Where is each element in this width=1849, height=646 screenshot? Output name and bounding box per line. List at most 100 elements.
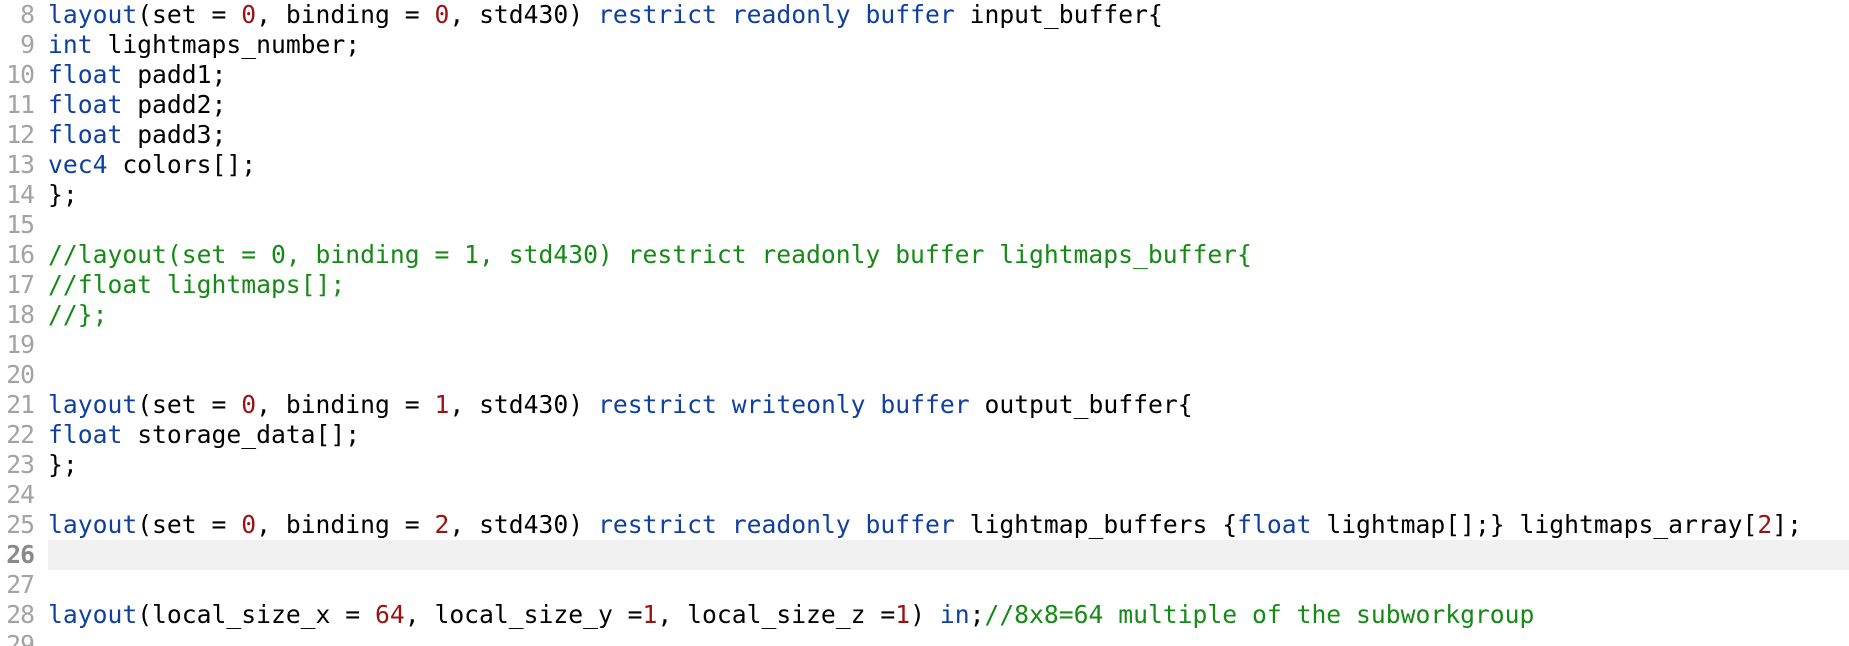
- keyword-token: layout: [48, 510, 138, 539]
- line-number: 27: [6, 570, 35, 599]
- line-code[interactable]: layout(set = 0, binding = 1, std430) res…: [48, 390, 1849, 420]
- code-line[interactable]: 13 vec4 colors[];: [0, 150, 1849, 180]
- text-token: padd3;: [122, 120, 227, 149]
- line-code[interactable]: float storage_data[];: [48, 420, 1849, 450]
- text-token: [717, 510, 732, 539]
- number-token: 0: [434, 0, 450, 29]
- keyword-token: buffer: [865, 0, 955, 29]
- line-number: 18: [6, 300, 35, 329]
- text-token: storage_data[];: [122, 420, 361, 449]
- text-token: (local_size_x =: [137, 600, 375, 629]
- line-number: 25: [6, 510, 35, 539]
- number-token: 0: [241, 0, 257, 29]
- line-number: 26: [6, 540, 35, 569]
- code-line[interactable]: 16//layout(set = 0, binding = 1, std430)…: [0, 240, 1849, 270]
- code-line[interactable]: 19: [0, 330, 1849, 360]
- text-token: [851, 0, 866, 29]
- line-code[interactable]: //layout(set = 0, binding = 1, std430) r…: [48, 240, 1849, 270]
- text-token: [717, 390, 732, 419]
- number-token: 1: [434, 390, 450, 419]
- comment-token: //};: [48, 300, 108, 329]
- line-code[interactable]: [48, 630, 1849, 646]
- code-line[interactable]: 11 float padd2;: [0, 90, 1849, 120]
- line-number: 13: [6, 150, 35, 179]
- line-number: 22: [6, 420, 35, 449]
- keyword-token: layout: [48, 0, 138, 29]
- code-line[interactable]: 27: [0, 570, 1849, 600]
- code-line[interactable]: 15: [0, 210, 1849, 240]
- line-code[interactable]: [48, 210, 1849, 240]
- line-code[interactable]: //float lightmaps[];: [48, 270, 1849, 300]
- text-token: , binding =: [256, 0, 435, 29]
- line-code[interactable]: [48, 480, 1849, 510]
- text-token: , local_size_z =: [657, 600, 896, 629]
- keyword-token: float: [48, 120, 123, 149]
- text-token: lightmaps_number;: [92, 30, 361, 59]
- code-line-current[interactable]: 26: [0, 540, 1849, 570]
- text-token: [866, 390, 881, 419]
- line-code[interactable]: [48, 540, 1849, 570]
- comment-token: //8x8=64 multiple of the subworkgroup: [984, 600, 1535, 629]
- line-code[interactable]: [48, 330, 1849, 360]
- line-code[interactable]: float padd1;: [48, 60, 1849, 90]
- code-line[interactable]: 23};: [0, 450, 1849, 480]
- number-token: 1: [895, 600, 911, 629]
- text-token: (set =: [137, 0, 242, 29]
- number-token: 0: [241, 510, 257, 539]
- text-token: padd2;: [122, 90, 227, 119]
- keyword-token: float: [1237, 510, 1312, 539]
- line-code[interactable]: //};: [48, 300, 1849, 330]
- line-code[interactable]: layout(set = 0, binding = 0, std430) res…: [48, 0, 1849, 30]
- code-line[interactable]: 22 float storage_data[];: [0, 420, 1849, 450]
- line-code[interactable]: layout(set = 0, binding = 2, std430) res…: [48, 510, 1849, 540]
- text-token: input_buffer{: [954, 0, 1163, 29]
- code-line[interactable]: 17 //float lightmaps[];: [0, 270, 1849, 300]
- code-line[interactable]: 21 layout(set = 0, binding = 1, std430) r…: [0, 390, 1849, 420]
- code-line[interactable]: 18 //};: [0, 300, 1849, 330]
- keyword-token: vec4: [48, 150, 108, 179]
- line-code[interactable]: [48, 360, 1849, 390]
- line-code[interactable]: int lightmaps_number;: [48, 30, 1849, 60]
- line-code[interactable]: };: [48, 450, 1849, 480]
- line-code[interactable]: vec4 colors[];: [48, 150, 1849, 180]
- keyword-token: int: [48, 30, 93, 59]
- line-code[interactable]: [48, 570, 1849, 600]
- line-number: 17: [6, 270, 35, 299]
- code-line[interactable]: 29: [0, 630, 1849, 646]
- line-code[interactable]: float padd2;: [48, 90, 1849, 120]
- number-token: 0: [241, 390, 257, 419]
- line-number: 14: [6, 180, 35, 209]
- keyword-token: layout: [48, 390, 138, 419]
- keyword-token: buffer: [865, 510, 955, 539]
- line-number: 29: [6, 630, 35, 646]
- line-code[interactable]: };: [48, 180, 1849, 210]
- text-token: , binding =: [256, 390, 435, 419]
- line-number: 10: [6, 60, 35, 89]
- text-token: output_buffer{: [969, 390, 1193, 419]
- code-line[interactable]: 25 layout(set = 0, binding = 2, std430) r…: [0, 510, 1849, 540]
- text-token: (set =: [137, 510, 242, 539]
- code-line[interactable]: 14};: [0, 180, 1849, 210]
- number-token: 64: [375, 600, 405, 629]
- code-line[interactable]: 10 float padd1;: [0, 60, 1849, 90]
- line-code[interactable]: float padd3;: [48, 120, 1849, 150]
- text-token: lightmap[];} lightmaps_array[: [1311, 510, 1758, 539]
- line-number: 21: [6, 390, 35, 419]
- line-number: 11: [6, 90, 35, 119]
- keyword-token: buffer: [880, 390, 970, 419]
- keyword-token: float: [48, 90, 123, 119]
- line-number: 24: [6, 480, 35, 509]
- code-line[interactable]: 24: [0, 480, 1849, 510]
- text-token: ;: [969, 600, 985, 629]
- code-line[interactable]: 20: [0, 360, 1849, 390]
- text-token: [717, 0, 732, 29]
- text-token: padd1;: [122, 60, 227, 89]
- text-token: (set =: [137, 390, 242, 419]
- line-code[interactable]: layout(local_size_x = 64, local_size_y =…: [48, 600, 1849, 630]
- number-token: 2: [434, 510, 450, 539]
